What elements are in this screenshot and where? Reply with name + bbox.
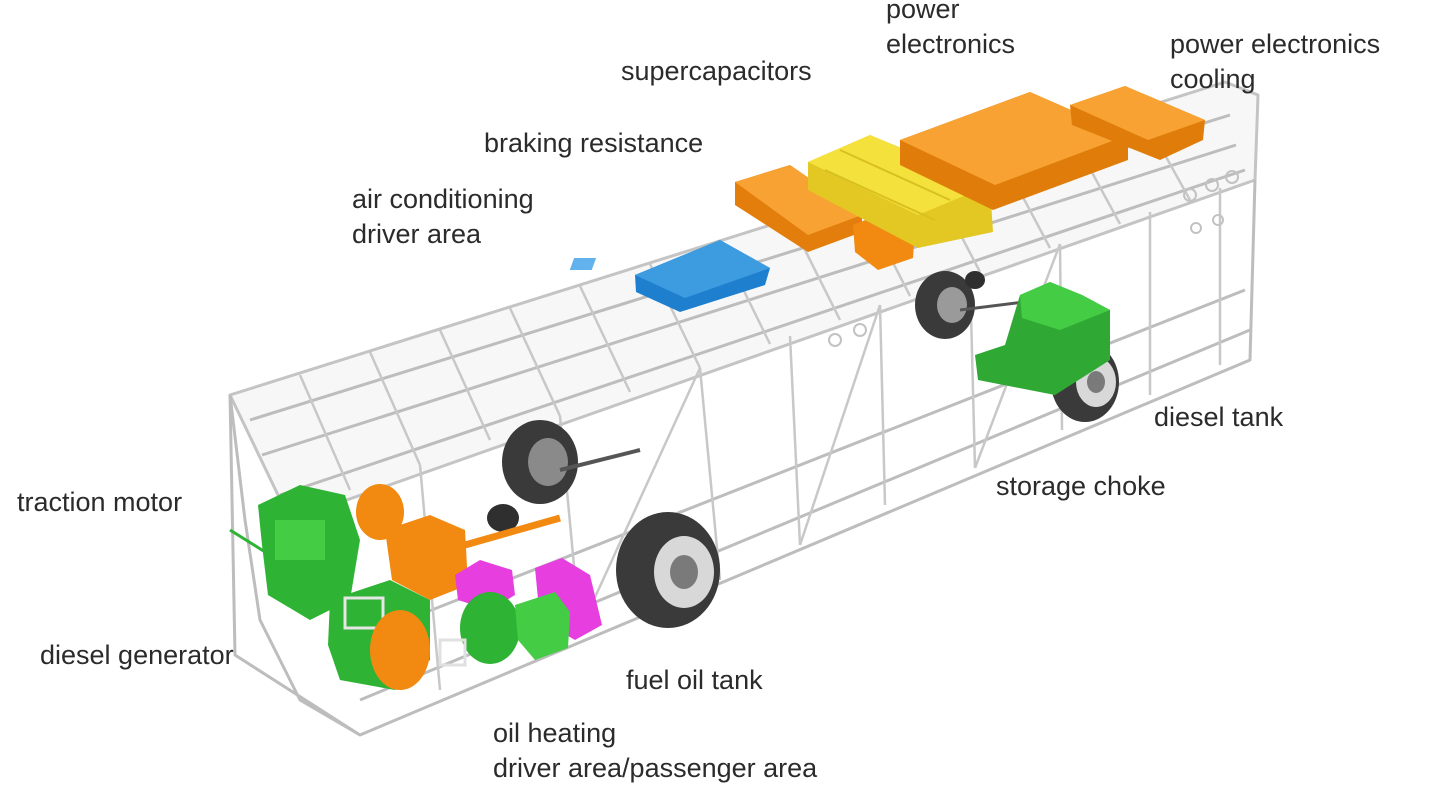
oil-heating-unit — [438, 592, 570, 667]
label-diesel-tank: diesel tank — [1154, 402, 1284, 432]
air-conditioning-unit — [569, 240, 770, 312]
label-braking-resistance: braking resistance — [484, 128, 704, 158]
braking-resistance-unit — [735, 165, 862, 252]
label-power-electronics: power electronics — [886, 0, 1016, 59]
front-wheel-far — [915, 271, 975, 339]
diesel-tank-unit — [975, 282, 1110, 395]
label-diesel-generator: diesel generator — [40, 640, 234, 670]
power-electronics-cooling-unit — [1070, 86, 1205, 160]
rear-wheel — [616, 512, 720, 628]
label-supercapacitors: supercapacitors — [621, 56, 812, 86]
diesel-generator-unit — [328, 580, 430, 690]
label-oil-heating: oil heating driver area/passenger area — [493, 718, 818, 783]
rear-axle — [487, 448, 641, 532]
label-air-conditioning: air conditioning driver area — [352, 184, 534, 249]
traction-motor-unit — [229, 485, 360, 620]
label-fuel-oil-tank: fuel oil tank — [626, 665, 763, 695]
label-traction-motor: traction motor — [17, 487, 183, 517]
frame-holes — [828, 170, 1239, 347]
rear-wheel-front — [502, 420, 578, 504]
supercapacitors-unit — [808, 135, 993, 248]
label-power-electronics-cooling: power electronics cooling — [1170, 29, 1381, 94]
power-electronics-unit — [900, 92, 1128, 210]
label-storage-choke: storage choke — [996, 471, 1166, 501]
orange-drive-unit — [356, 484, 561, 600]
